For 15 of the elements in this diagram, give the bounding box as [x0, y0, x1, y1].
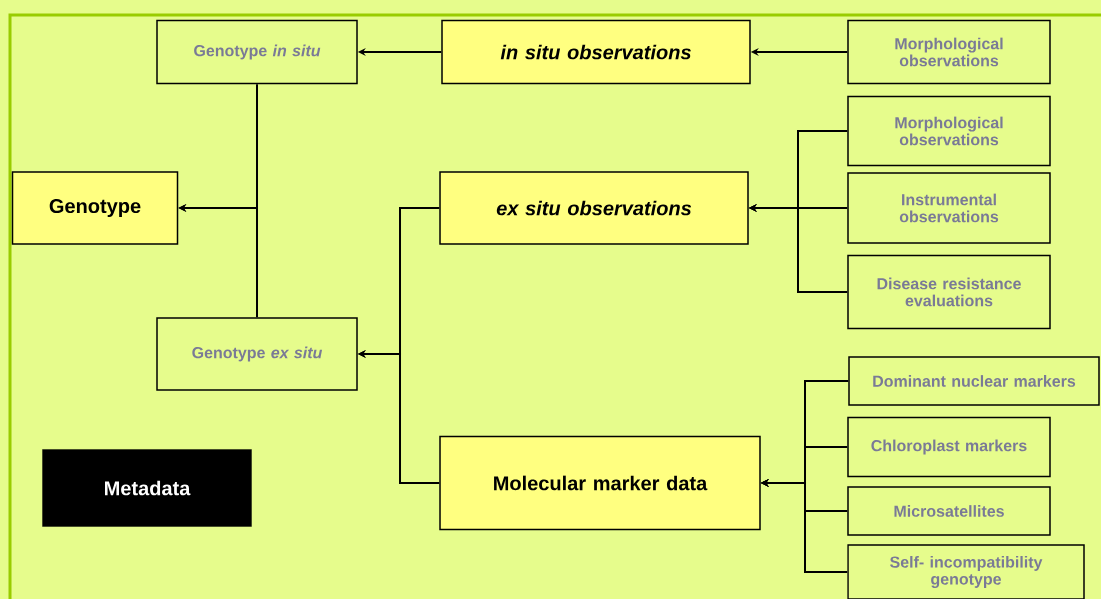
process-box: Self- incompatibility genotype [847, 544, 1085, 599]
process-box: Dominant nuclear markers [848, 356, 1100, 406]
heading-box: in situ observations [441, 19, 751, 85]
process-box: Chloroplast markers [847, 416, 1051, 478]
process-box: Genotype ex situ [156, 317, 358, 391]
process-box: Genotype in situ [156, 19, 358, 85]
label-box: Metadata [42, 449, 252, 527]
process-box: Disease resistance evaluations [847, 254, 1051, 330]
process-box: Microsatellites [847, 486, 1051, 536]
heading-box: ex situ observations [439, 171, 749, 245]
process-box: Morphological observations [847, 95, 1051, 167]
heading-box: Genotype [11, 171, 179, 245]
heading-box: Molecular marker data [439, 435, 761, 531]
process-box: Instrumental observations [847, 172, 1051, 244]
process-box: Morphological observations [847, 19, 1051, 85]
